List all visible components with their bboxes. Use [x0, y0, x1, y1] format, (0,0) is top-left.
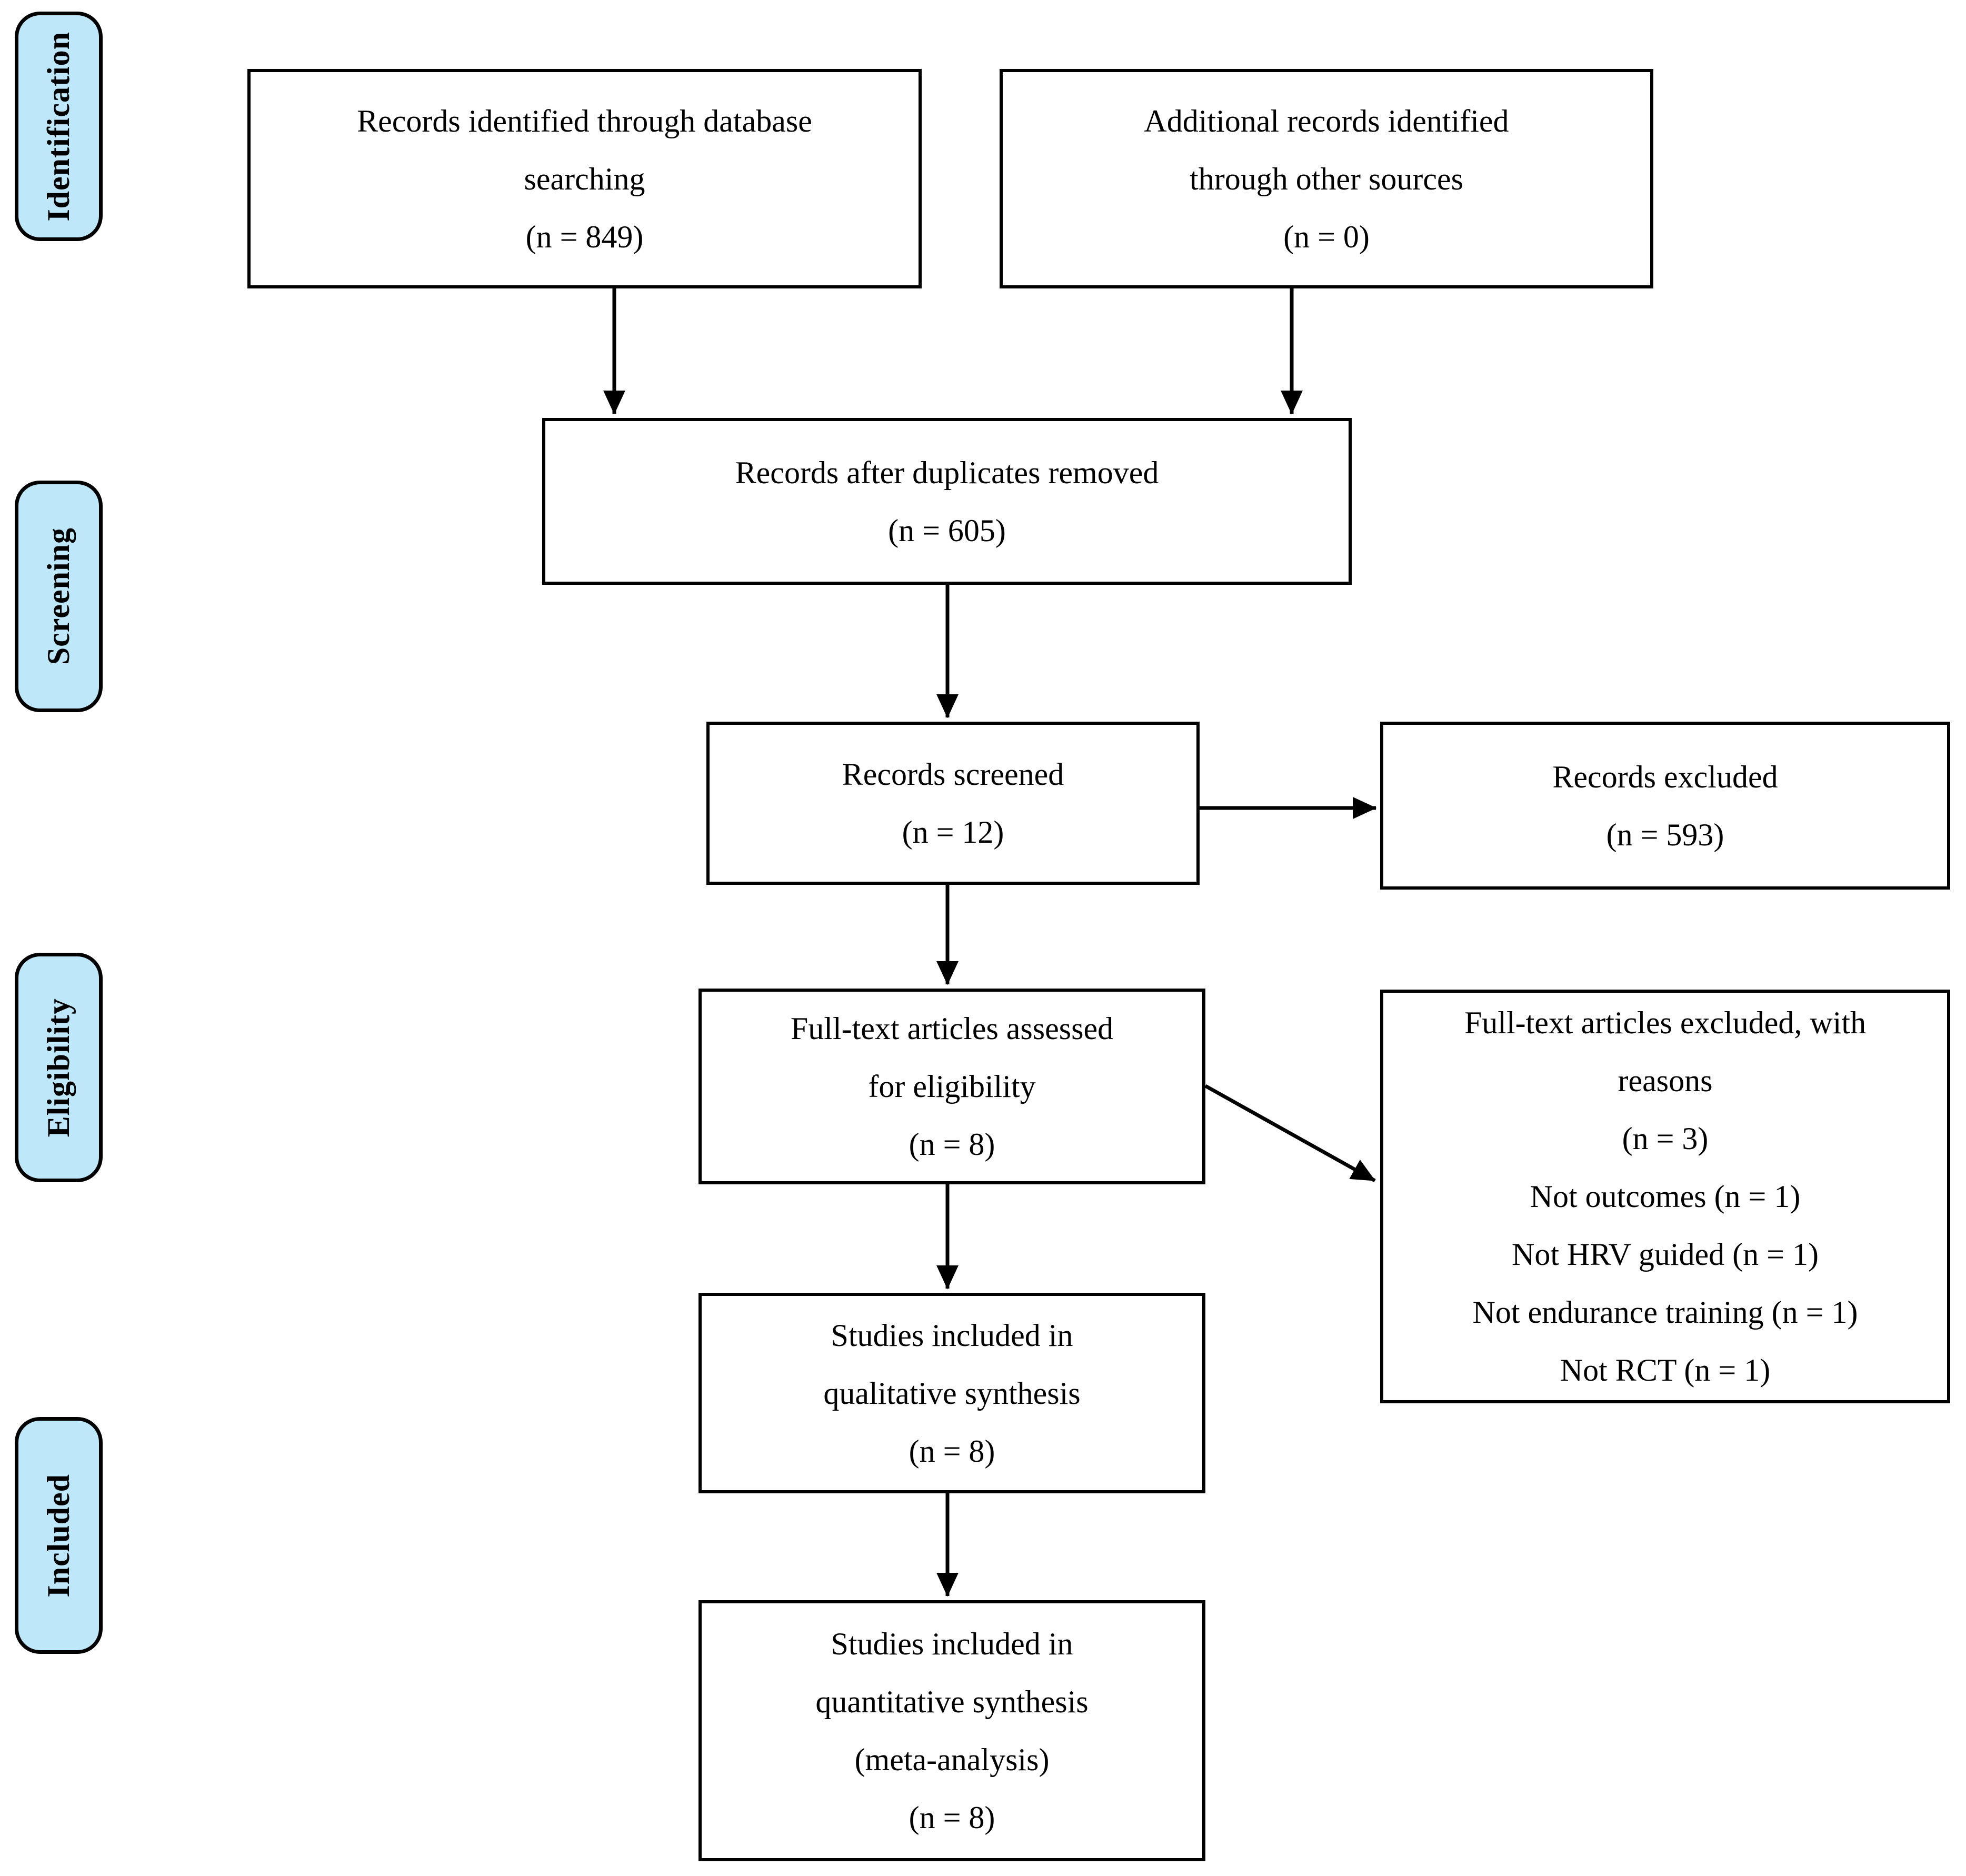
box-line: Full-text articles assessed [790, 1011, 1114, 1046]
box-line: Studies included in [831, 1626, 1073, 1661]
box-line: Records identified through database [357, 103, 812, 138]
box-line: quantitative synthesis [815, 1684, 1089, 1719]
box-records-excluded: Records excluded (n = 593) [1380, 722, 1950, 890]
box-records-identified: Records identified through database sear… [247, 69, 922, 288]
box-line: Not RCT (n = 1) [1560, 1353, 1771, 1388]
box-line: for eligibility [868, 1069, 1036, 1104]
box-line: (n = 849) [525, 219, 644, 254]
box-line: Full-text articles excluded, with [1464, 1005, 1867, 1040]
box-line: through other sources [1190, 161, 1463, 196]
box-line: Records after duplicates removed [735, 455, 1159, 490]
box-line: (n = 8) [909, 1433, 995, 1469]
box-line: (meta-analysis) [854, 1742, 1050, 1777]
arrow-fulltext-to-excluded [1204, 1084, 1376, 1183]
box-line: (n = 593) [1606, 817, 1724, 852]
box-line: (n = 8) [909, 1800, 995, 1835]
box-line: Studies included in [831, 1318, 1073, 1353]
stage-identification: Identification [15, 12, 103, 241]
box-line: Additional records identified [1144, 103, 1509, 138]
box-line: Records screened [842, 757, 1064, 792]
box-records-screened: Records screened (n = 12) [706, 722, 1200, 885]
box-additional-records: Additional records identified through ot… [1000, 69, 1653, 288]
box-line: Not endurance training (n = 1) [1472, 1295, 1858, 1330]
box-line: (n = 605) [888, 513, 1006, 548]
stage-eligibility-label: Eligibility [41, 997, 76, 1137]
box-line: Not HRV guided (n = 1) [1512, 1237, 1819, 1272]
stage-included-label: Included [41, 1473, 76, 1598]
box-line: (n = 12) [902, 815, 1004, 850]
box-line: (n = 8) [909, 1127, 995, 1162]
box-line: qualitative synthesis [823, 1375, 1081, 1411]
box-line: (n = 0) [1283, 219, 1370, 254]
stage-screening-label: Screening [41, 527, 76, 665]
box-line: Not outcomes (n = 1) [1530, 1179, 1801, 1214]
stage-eligibility: Eligibility [15, 953, 103, 1182]
box-line: reasons [1618, 1063, 1713, 1098]
box-fulltext-excluded: Full-text articles excluded, with reason… [1380, 990, 1950, 1403]
stage-screening: Screening [15, 481, 103, 712]
box-fulltext-assessed: Full-text articles assessed for eligibil… [698, 989, 1205, 1184]
stage-included: Included [15, 1417, 103, 1654]
box-line: searching [524, 161, 645, 196]
stage-identification-label: Identification [41, 31, 76, 222]
box-quantitative-synthesis: Studies included in quantitative synthes… [698, 1600, 1205, 1861]
box-line: (n = 3) [1622, 1121, 1709, 1156]
box-line: Records excluded [1552, 759, 1778, 794]
box-qualitative-synthesis: Studies included in qualitative synthesi… [698, 1293, 1205, 1493]
box-duplicates-removed: Records after duplicates removed (n = 60… [542, 418, 1352, 585]
